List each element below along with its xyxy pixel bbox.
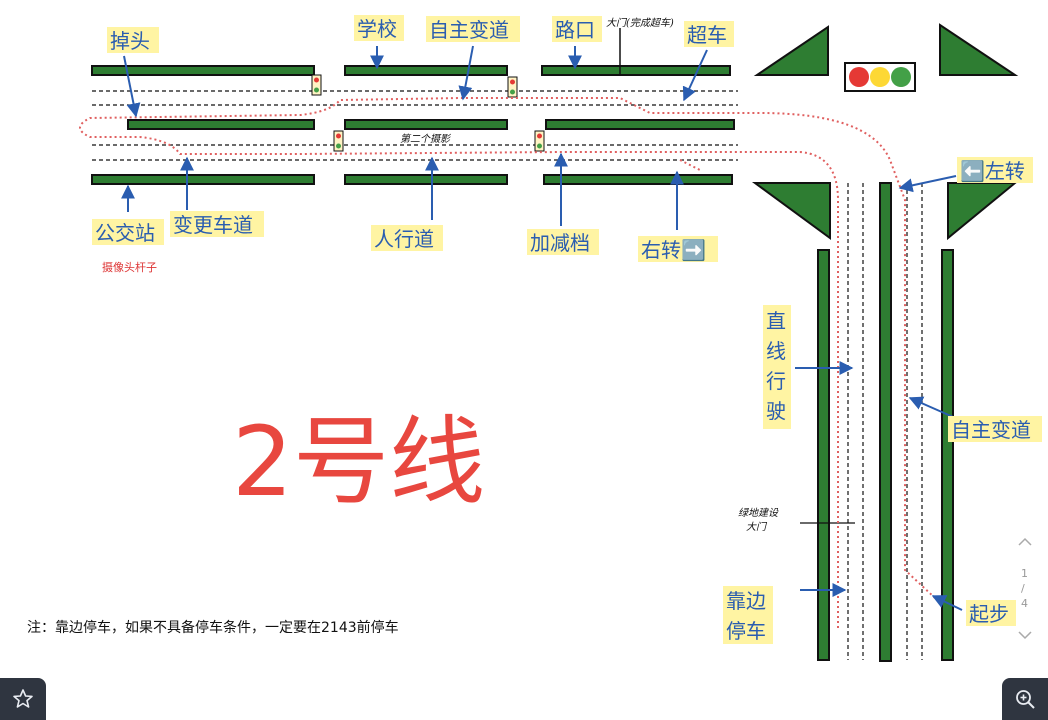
label-self-lane-change-top: 自主变道 [429,18,509,42]
lane-bar [127,119,315,130]
label-lane-change: 变更车道 [173,213,253,237]
note-camera-pole: 摄像头杆子 [102,260,157,274]
route-title: 2号线 [232,406,485,518]
labels: 掉头 学校 自主变道 路口 超车 公交站 变更车道 人行道 加减档 右转➡️ ⬅… [92,15,1042,644]
label-start: 起步 [969,602,1009,626]
chevron-down-icon [1018,631,1032,640]
page-current: 1 [1021,567,1028,580]
label-intersection: 路口 [555,18,595,42]
label-gear-change: 加减档 [530,231,590,255]
label-left-turn: ⬅️左转 [960,159,1025,183]
lane-bar [91,174,315,185]
footnote: 注：靠边停车，如果不具备停车条件，一定要在2143前停车 [27,619,399,636]
handwritten-notes: 大门(完成超车) 第二个摄影 绿地建设 大门 摄像头杆子 [102,17,779,533]
label-school: 学校 [357,17,397,41]
label-self-lane-change-right: 自主变道 [951,418,1031,442]
lane-bar [344,65,508,76]
corner-islands [751,23,1019,241]
lane-bar [543,174,733,185]
right-road [800,182,954,662]
chevron-up-icon [1018,537,1032,546]
star-icon [13,689,33,708]
label-pull-over: 靠边停车 [726,589,766,643]
lane-bar [541,65,731,76]
page-total: 4 [1021,597,1028,610]
driving-route [79,97,936,628]
note-second-camera: 第二个摄影 [400,133,452,145]
label-overtake: 超车 [687,23,727,47]
label-crosswalk: 人行道 [374,227,434,251]
page-indicator: 1 / 4 [1018,537,1032,640]
lane-bar [545,119,735,130]
note-gate-overtake: 大门(完成超车) [606,17,674,29]
label-u-turn: 掉头 [110,29,150,53]
lane-bar [879,182,892,662]
zoom-in-icon [1016,690,1035,709]
traffic-light-markers [311,74,545,152]
note-green-gate-1: 绿地建设 [738,507,779,519]
lane-bar [344,174,508,185]
favorite-button[interactable] [0,678,46,720]
top-road [91,28,738,185]
note-green-gate-2: 大门 [746,521,768,533]
lane-bar [941,249,954,661]
label-straight-line: 直线行驶 [766,309,786,423]
zoom-in-button[interactable] [1002,678,1048,720]
traffic-light-icon [844,62,916,92]
lane-bar [817,249,830,661]
label-bus-stop: 公交站 [95,221,155,245]
label-right-turn: 右转➡️ [641,238,706,262]
lane-bar [91,65,315,76]
page-separator: / [1021,582,1025,595]
lane-bar [344,119,508,130]
